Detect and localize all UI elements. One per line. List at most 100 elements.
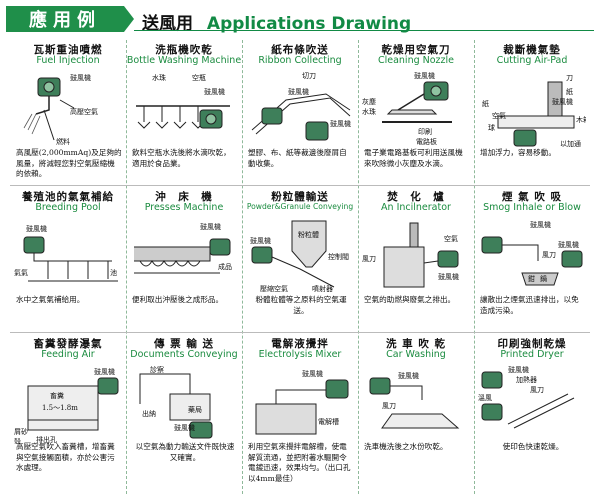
application-card-incinerator: 焚 化 爐 An Incilnerator 空氣 風刀 鼓風機 空氣的助燃與廢氣…	[358, 187, 474, 337]
fuel-injection-illustration: 鼓風機 高壓空氣 燃料	[23, 73, 98, 146]
incin-label-knife: 風刀	[362, 255, 376, 263]
card-title-cn: 洗 車 吹 乾	[386, 338, 446, 350]
application-card-breeding-pool: 養殖池的氣氣補給 Breeding Pool 鼓風機 氣氣 池 水中之氣氣補給用…	[10, 187, 126, 337]
card-description: 高壓空氣吹入畜糞槽，增畜糞與空氣接觸面積，亦於公害污水處理。	[16, 442, 115, 472]
card-title-en: Ribbon Collecting	[258, 55, 342, 66]
docs-label-cashier: 出納	[142, 409, 156, 418]
smog-label-blower-b: 鼓風機	[558, 240, 579, 249]
car-label-blower: 鼓風機	[398, 371, 419, 380]
incin-label-air: 空氣	[444, 234, 458, 243]
pool-label-oxygen: 氣氣	[14, 268, 28, 277]
card-description: 電子業電路基板可利用送風機來吹除微小灰塵及水滴。	[364, 148, 463, 168]
smog-label-knife: 風刀	[542, 251, 556, 259]
card-title-en: Documents Conveying	[130, 349, 238, 360]
application-card-printed-dryer: 印刷強制乾燥 Printed Dryer 鼓風機 加熱器 風刀 溫風 使印色快速…	[474, 334, 590, 484]
printed-dryer-illustration: 鼓風機 加熱器 風刀 溫風	[478, 365, 575, 429]
card-description: 高風壓(2,000mmAq)及足夠的風量，將減輕您對空氣壓縮機的依賴。	[16, 148, 122, 178]
application-card-ribbon-collecting: 紙布條吹送 Ribbon Collecting 切刀 鼓風機 鼓風機 塑膠、布、…	[242, 40, 358, 190]
card-description: 洗車機洗後之水份吹乾。	[364, 442, 448, 451]
smog-label-pliers: 鉗	[528, 274, 535, 283]
incin-label-blower: 鼓風機	[438, 272, 459, 281]
page-header: 應用例 送風用 Applications Drawing	[6, 6, 594, 34]
airpad-label-ball: 球	[488, 123, 495, 132]
fuel-label-fuel: 燃料	[56, 137, 70, 146]
feeding-label-shell: 殼	[14, 437, 21, 444]
card-title-en: Car Washing	[386, 349, 446, 360]
applications-grid: 瓦斯重油噴燃 Fuel Injection 鼓風機 高壓空氣 燃料 高風壓(2,…	[10, 40, 590, 494]
powder-label-granules: 粉粒體	[298, 230, 319, 239]
presses-machine-illustration: 鼓風機 成品	[134, 222, 232, 274]
card-title-cn: 畜糞發酵瀑氣	[33, 338, 103, 350]
card-description: 空氣的助燃與廢氣之排出。	[364, 295, 456, 304]
column-divider	[126, 40, 127, 494]
card-title-en: Cleaning Nozzle	[377, 55, 455, 66]
fuel-label-blower: 鼓風機	[70, 73, 91, 82]
airpad-label-air: 空氣	[492, 111, 506, 120]
powder-label-valve: 控制閥	[328, 252, 349, 261]
airpad-label-paper-a: 紙	[566, 87, 573, 96]
feeding-label-blower: 鼓風機	[94, 367, 115, 376]
smog-label-pot: 鍋	[540, 274, 547, 283]
breeding-pool-illustration: 鼓風機 氣氣 池	[14, 224, 118, 282]
card-description: 粉體粒體等之原料的空氣運送。	[255, 295, 347, 315]
card-title-en: Powder&Granule Conveying	[246, 202, 354, 211]
dryer-label-knife: 風刀	[530, 386, 544, 394]
card-title-en: Smog Inhale or Blow	[483, 202, 581, 213]
electrolysis-mixer-illustration: 鼓風機 電解槽	[255, 369, 349, 435]
card-description: 以空氣為動力輸送文件既快速又確實。	[135, 442, 235, 462]
application-card-smog: 煙 氣 吹 吸 Smog Inhale or Blow 鼓風機 風刀 鼓風機 鉗…	[474, 187, 590, 337]
card-description: 利用空氣來攪拌電解槽，使電解質流通，並把附著水驅開令電鍍迅速，效果均勻。（出口孔…	[248, 442, 351, 483]
docs-label-pharmacy: 藥局	[188, 405, 202, 414]
feeding-label-manure: 畜糞	[50, 391, 64, 400]
card-description: 讓散出之煙氣迅速排出，以免造成污染。	[480, 295, 579, 315]
electro-label-blower: 鼓風機	[302, 369, 323, 378]
airpad-label-blower: 鼓風機	[552, 97, 573, 106]
car-label-knife: 風刀	[382, 402, 396, 410]
dryer-label-blower: 鼓風機	[508, 365, 529, 374]
card-description: 水中之氣氣補給用。	[16, 295, 85, 304]
ribbon-label-blower-a: 鼓風機	[288, 87, 309, 96]
nozzle-label-board: 電路板	[416, 137, 437, 146]
application-card-cutting-air-pad: 裁斷機氣墊 Cutting Air-Pad 刀 紙 鼓風機 木箱 紙 空氣 球 …	[474, 40, 590, 190]
card-title-cn: 印刷強制乾燥	[497, 338, 567, 350]
card-title-en: Printed Dryer	[500, 349, 564, 360]
bottle-label-blower: 鼓風機	[204, 87, 225, 96]
dryer-label-warm: 溫風	[478, 393, 492, 402]
powder-conveying-illustration: 粉粒體 鼓風機 控制閥 壓縮空氣 噴射器	[250, 220, 349, 293]
nozzle-label-dust: 灰塵	[362, 97, 376, 106]
application-card-documents-conveying: 傳 票 輸 送 Documents Conveying 診察 出納 藥局 鼓風機…	[126, 334, 242, 484]
application-card-fuel-injection: 瓦斯重油噴燃 Fuel Injection 鼓風機 高壓空氣 燃料 高風壓(2,…	[10, 40, 126, 190]
airpad-label-extra: 以加通	[560, 139, 581, 148]
page-title-cn: 送風用	[142, 14, 193, 34]
page-title-en: Applications Drawing	[206, 14, 412, 34]
application-card-cleaning-nozzle: 乾燥用空氣刀 Cleaning Nozzle 鼓風機 灰塵 水珠 印刷 電路板 …	[358, 40, 474, 190]
ribbon-label-cutter: 切刀	[302, 72, 316, 80]
incinerator-illustration: 空氣 風刀 鼓風機	[362, 222, 459, 288]
application-card-car-washing: 洗 車 吹 乾 Car Washing 鼓風機 風刀 洗車機洗後之水份吹乾。	[358, 334, 474, 484]
nozzle-label-water: 水珠	[362, 107, 376, 116]
section-tag: 應用例	[6, 6, 134, 32]
card-title-cn: 焚 化 爐	[387, 191, 445, 203]
application-card-presses-machine: 沖 床 機 Presses Machine 鼓風機 成品 便利取出沖壓後之成形品…	[126, 187, 242, 337]
card-title-en: Electrolysis Mixer	[258, 349, 342, 360]
electro-label-tank: 電解槽	[318, 417, 339, 426]
powder-label-blower: 鼓風機	[250, 236, 271, 245]
page-title: 送風用 Applications Drawing	[142, 9, 411, 34]
cutting-air-pad-illustration: 刀 紙 鼓風機 木箱 紙 空氣 球 以加通	[482, 74, 586, 148]
column-divider	[242, 40, 243, 494]
feeding-label-sand: 屑砂	[14, 427, 28, 436]
pool-label-pool: 池	[110, 268, 117, 277]
feeding-air-illustration: 鼓風機 畜糞 1.5～1.8m 屑砂 排出孔 殼	[14, 367, 119, 444]
card-title-cn: 電解液攪拌	[271, 338, 329, 350]
bottle-washing-illustration: 水珠 空瓶 鼓風機	[136, 73, 230, 129]
cleaning-nozzle-illustration: 鼓風機 灰塵 水珠 印刷 電路板	[362, 71, 452, 146]
card-title-en: Fuel Injection	[36, 55, 100, 66]
feeding-label-depth: 1.5～1.8m	[42, 404, 78, 412]
card-title-en: Cutting Air-Pad	[496, 55, 568, 66]
card-title-cn: 乾燥用空氣刀	[381, 44, 451, 56]
card-title-en: Feeding Air	[41, 349, 95, 360]
card-title-cn: 傳 票 輸 送	[154, 338, 214, 350]
card-title-cn: 沖 床 機	[155, 191, 213, 203]
column-divider	[358, 40, 359, 494]
fuel-label-air: 高壓空氣	[70, 107, 98, 116]
